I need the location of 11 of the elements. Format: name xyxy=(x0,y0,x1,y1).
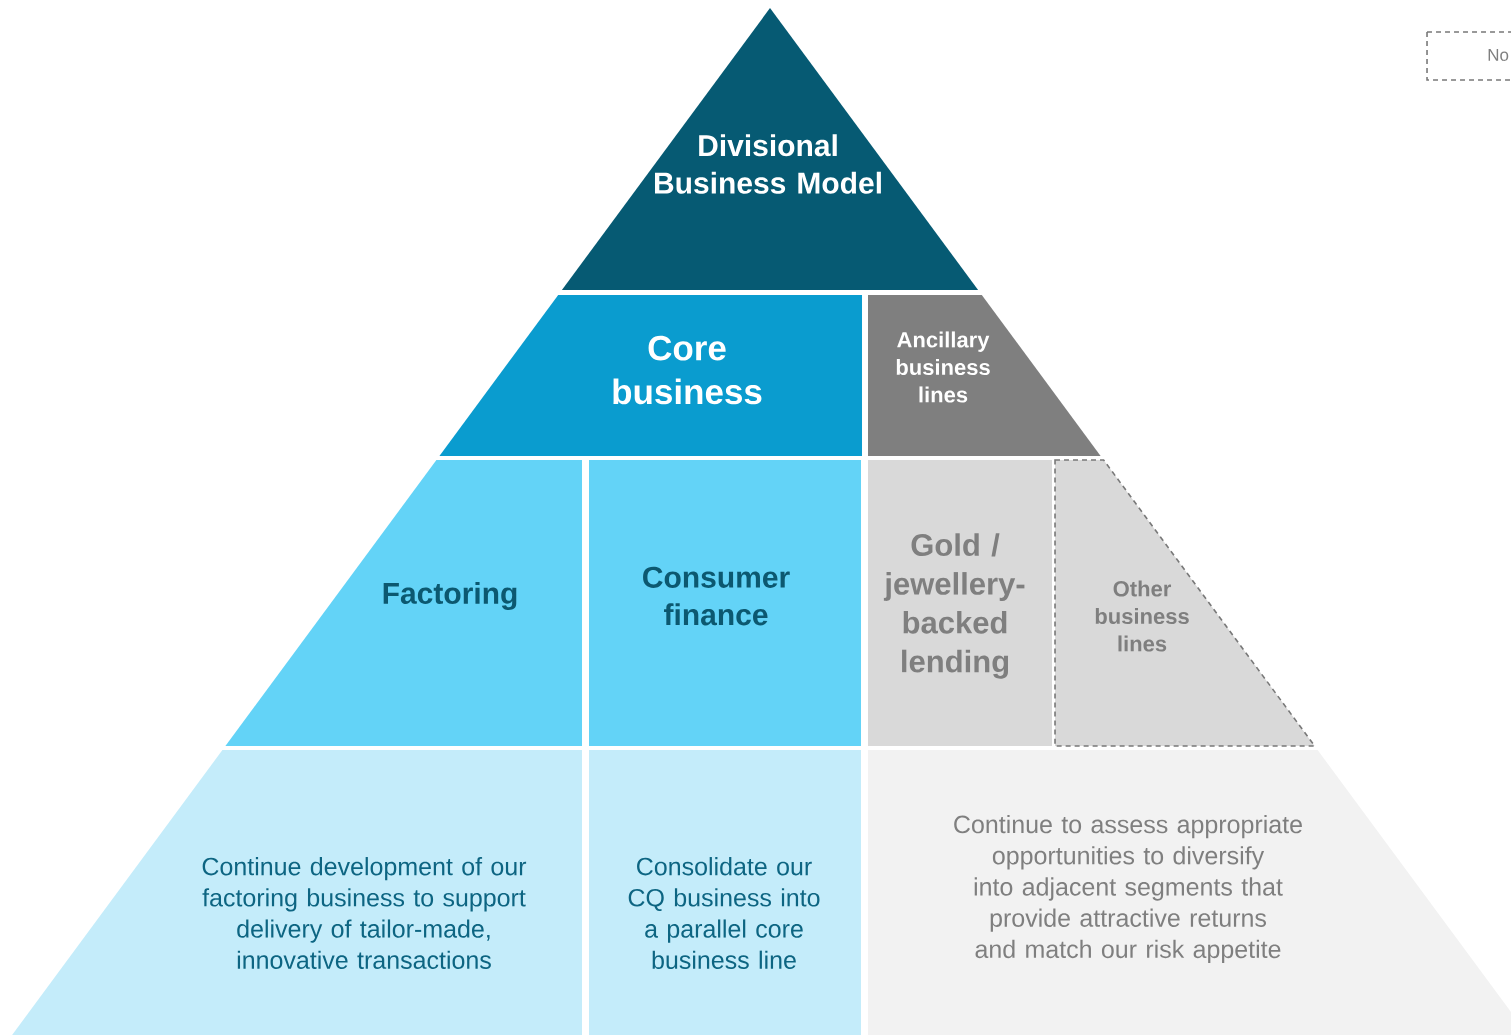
tier-segment: Gold / jewellery-backed lending xyxy=(868,460,1052,746)
pyramid-top: Divisional Business Model xyxy=(561,8,979,290)
tier-segment: Factoring xyxy=(225,460,582,746)
tier-segment: Other business lines xyxy=(1054,459,1317,747)
tier-segment: Consumer finance xyxy=(589,460,861,746)
tier-segment: Ancillary business lines xyxy=(868,295,1101,456)
dashed-box: No xyxy=(1426,31,1511,81)
tier-segment: Consolidate our CQ business into a parallel core business line xyxy=(589,750,861,1035)
tier-segment: Continue to assess appropriate opportunities to diversify into adjacent segments that provide attractive returns and match our risk appetite xyxy=(868,750,1511,1035)
tier-segment: Continue development of our factoring business to support delivery of tailor-made, innovative transactions xyxy=(12,750,582,1035)
tier-segment: Core business xyxy=(439,295,862,456)
